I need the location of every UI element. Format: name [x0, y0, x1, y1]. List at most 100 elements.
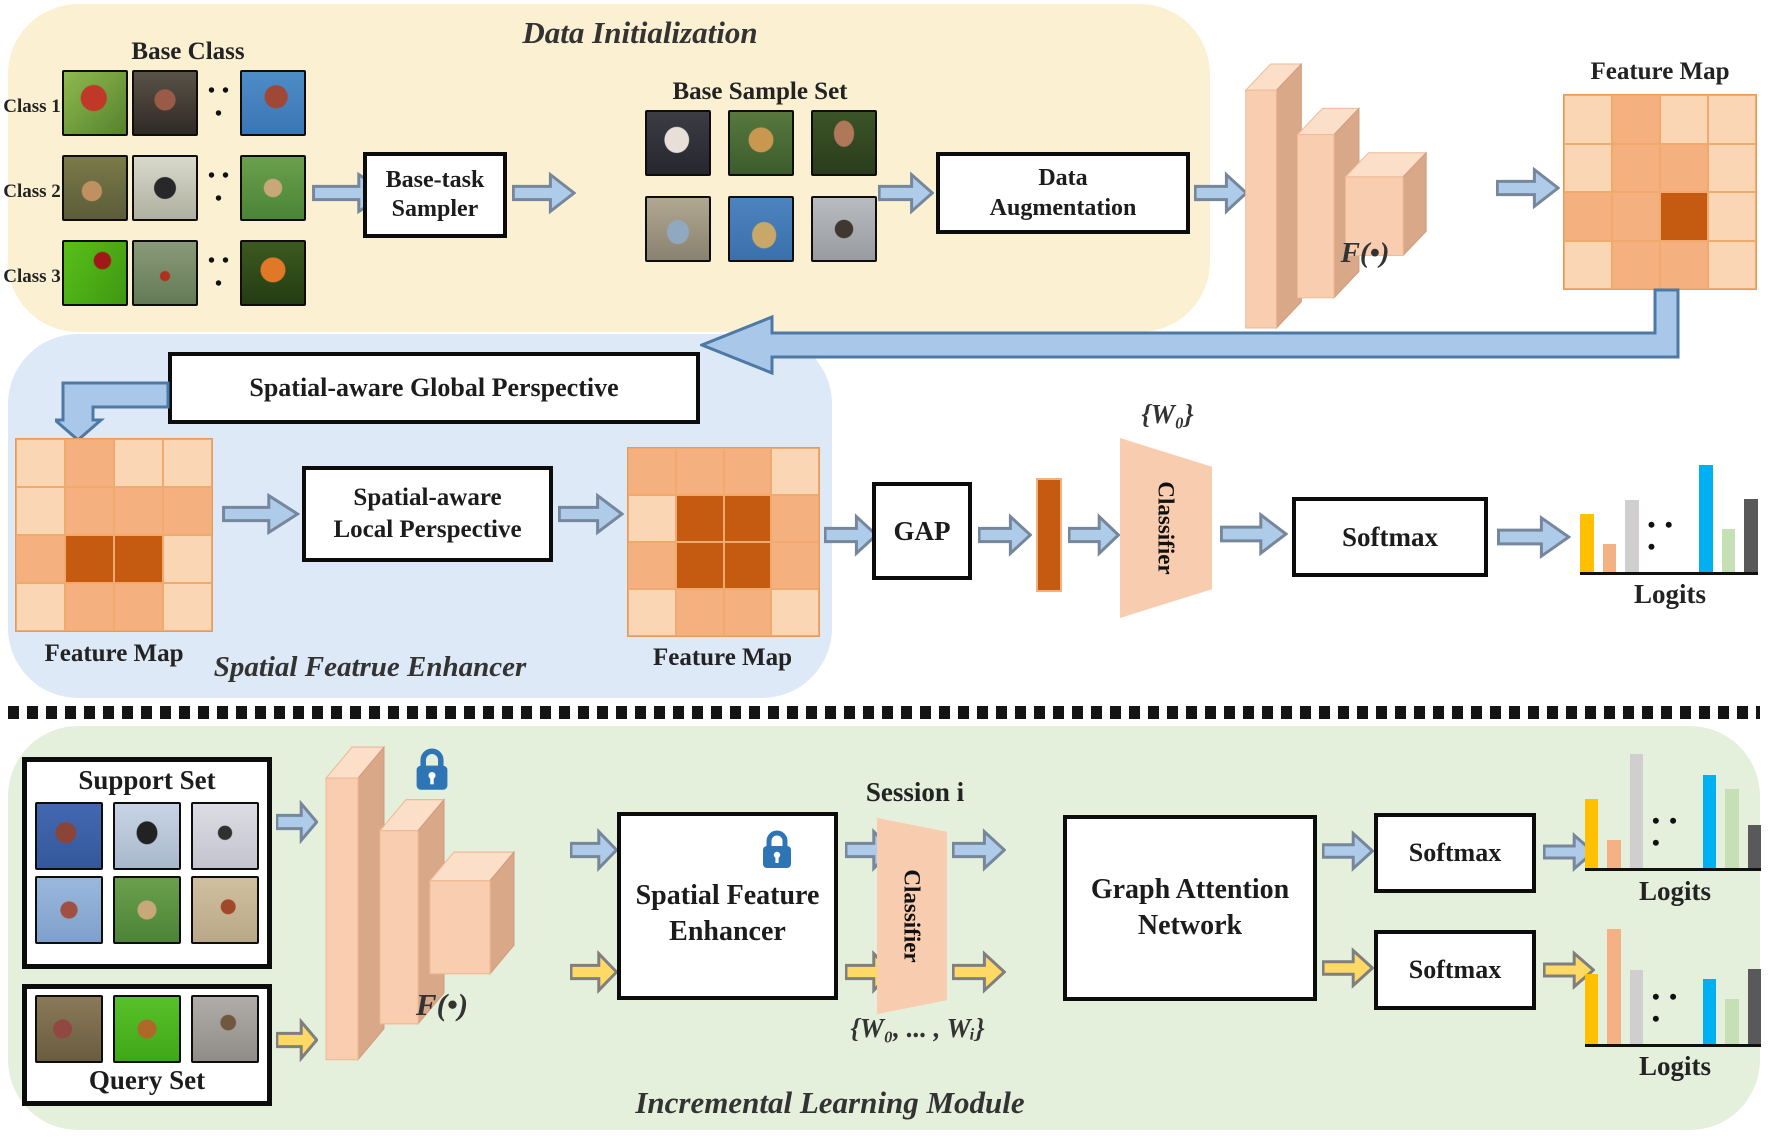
image-dog-grass [240, 155, 306, 221]
feature-cell-M [114, 487, 163, 535]
feature-vector-bar [1036, 478, 1062, 592]
feature-cell-D [723, 495, 772, 542]
gap-label: GAP [893, 515, 951, 546]
local-perspective-line2: Local Perspective [333, 516, 522, 543]
feature-cell-L [1564, 240, 1612, 289]
query-set-box: Query Set [22, 984, 272, 1106]
logits-label-query: Logits [1638, 1051, 1711, 1081]
feature-cell-M [163, 487, 212, 535]
arrow-vector-to-classifier [1068, 513, 1120, 557]
feature-cell-L [114, 439, 163, 487]
feature-cell-L [16, 439, 65, 487]
feature-cell-M [1612, 95, 1660, 144]
softmax-label-base: Softmax [1342, 521, 1438, 552]
arrow-augmentation-to-backbone [1194, 171, 1248, 215]
arrow-classifier-to-gan-support [952, 828, 1006, 872]
query-set-label: Query Set [88, 1065, 206, 1095]
logit-bar-blue [1699, 465, 1713, 572]
feature-map-label-mid: Feature Map [652, 644, 793, 671]
session-label: Session i [865, 777, 965, 807]
feature-cell-D [723, 542, 772, 589]
spatial-aware-local-perspective-box: Spatial-aware Local Perspective [302, 466, 553, 562]
data-augmentation-line1: Data [1038, 165, 1088, 191]
logit-bar-blue [1703, 775, 1717, 868]
ellipsis: • • • [207, 165, 230, 210]
support-set-box: Support Set [22, 757, 272, 969]
image-bird-bark [132, 70, 198, 136]
logit-bar-gray [1629, 754, 1643, 868]
support-row-1 [35, 802, 259, 871]
section-title-incremental-learning: Incremental Learning Module [635, 1085, 1025, 1120]
section-title-spatial-featrue-enhancer: Spatial Featrue Enhancer [213, 651, 527, 683]
feature-map-grid-mid [627, 447, 820, 637]
arrow-gan-to-softmax-query [1322, 947, 1374, 989]
logit-bar-gray [1629, 970, 1643, 1044]
image-bird-brown [35, 995, 103, 1063]
softmax-box-query: Softmax [1374, 930, 1536, 1010]
arrow-local-to-featuremap2 [558, 492, 624, 536]
class-2-label: Class 2 [3, 181, 61, 202]
feature-cell-L [16, 487, 65, 535]
feature-cell-M [771, 495, 819, 542]
ellipsis: • • • [207, 250, 230, 295]
image-beagle-green [113, 995, 181, 1063]
logit-bar-peach [1602, 544, 1617, 572]
feature-cell-M [675, 448, 724, 495]
logit-bar-blue [1703, 979, 1717, 1044]
logits-label-base: Logits [1633, 579, 1706, 609]
logit-bar-dgray [1747, 825, 1761, 868]
query-row [35, 995, 259, 1063]
image-statue [728, 196, 794, 262]
feature-cell-M [1612, 192, 1660, 241]
feature-cell-D [675, 542, 724, 589]
feature-map-grid-top [1563, 94, 1757, 290]
logit-bar-gray [1625, 500, 1639, 572]
data-augmentation-box: Data Augmentation [936, 152, 1190, 234]
class-2-images: • • • [62, 155, 306, 221]
logit-bar-gold [1580, 514, 1594, 572]
feature-cell-M [1612, 240, 1660, 289]
logit-bar-green [1725, 999, 1739, 1044]
feature-cell-M [1660, 143, 1708, 192]
logit-bar-dgray [1744, 499, 1758, 572]
sample-row-1 [645, 110, 877, 176]
image-mushroom [811, 110, 877, 176]
feature-cell-M [65, 487, 114, 535]
image-car [645, 196, 711, 262]
classifier-label-base: Classifier [1154, 481, 1180, 575]
feature-cell-L [1564, 143, 1612, 192]
feature-cell-D [1660, 192, 1708, 241]
image-dog-field [62, 155, 128, 221]
softmax-box-base: Softmax [1292, 497, 1488, 577]
image-bird-lightblue [35, 876, 103, 945]
arrow-gan-to-softmax-support [1322, 830, 1374, 872]
softmax-box-support: Softmax [1374, 813, 1536, 893]
class-3-images: • • • [62, 240, 306, 306]
feature-cell-M [723, 448, 772, 495]
feature-cell-M [16, 535, 65, 583]
base-task-sampler-box: Base-task Sampler [363, 152, 507, 238]
feature-cell-M [675, 589, 724, 636]
cnn-backbone-frozen [324, 745, 516, 1062]
feature-map-grid-left [15, 438, 213, 632]
feature-cell-L [163, 535, 212, 583]
feature-cell-M [114, 583, 163, 631]
arrow-featuremap-to-global [700, 288, 1680, 376]
weights-set-label: {W₀, ... , Wᵢ} [850, 1013, 985, 1043]
section-title-data-initialization: Data Initialization [522, 15, 758, 50]
base-task-sampler-label: Base-task Sampler [385, 167, 485, 222]
arrow-backbone-to-sfe-query [570, 950, 618, 994]
ellipsis: • • • [207, 80, 230, 125]
image-spider-tan [191, 876, 259, 945]
logit-bar-green [1721, 529, 1736, 572]
ellipsis: • • • [1652, 808, 1679, 855]
arrow-global-to-featuremap [55, 381, 170, 442]
image-bird-green [62, 70, 128, 136]
logit-bar-dgray [1747, 969, 1761, 1044]
arrow-softmax-to-logits [1497, 514, 1571, 560]
feature-cell-L [163, 583, 212, 631]
feature-cell-M [723, 589, 772, 636]
feature-cell-M [771, 542, 819, 589]
logit-bar-green [1725, 789, 1739, 868]
feature-cell-M [1660, 240, 1708, 289]
